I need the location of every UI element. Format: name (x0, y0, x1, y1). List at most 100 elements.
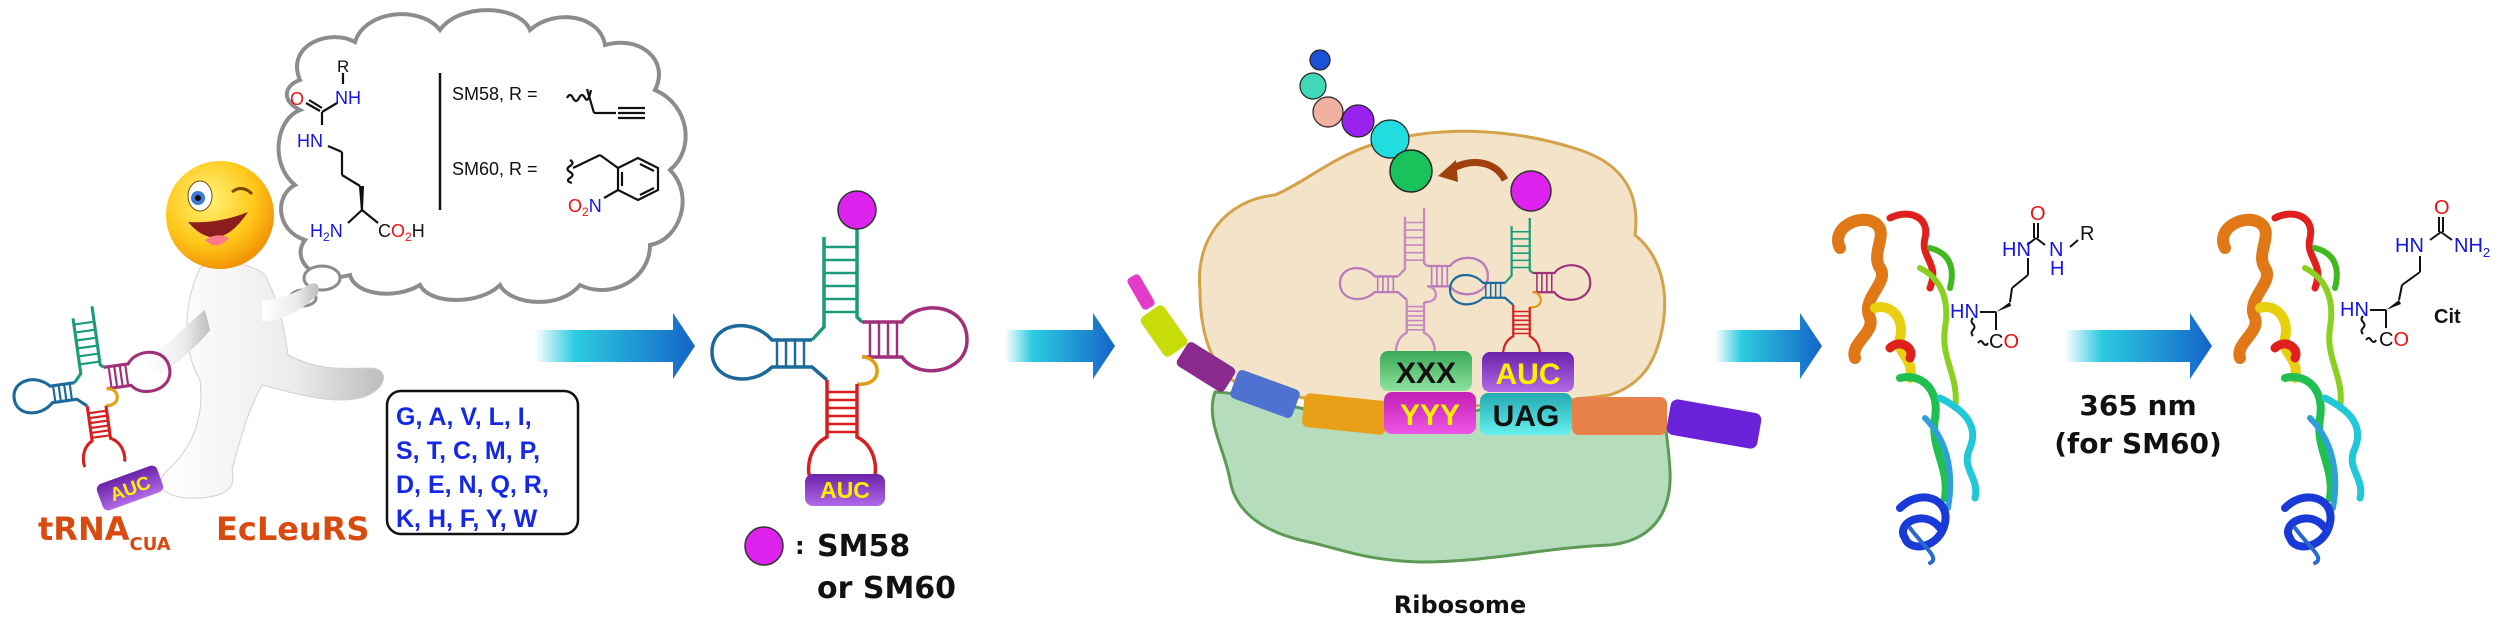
protein-ribbon-segment (1908, 526, 1936, 565)
t-arm (862, 306, 969, 373)
codon-xxx-text: XXX (1396, 357, 1456, 390)
d-arm (12, 378, 89, 415)
emoji-tongue (205, 235, 229, 246)
anticodon-arm-left (806, 380, 829, 478)
before-carbonyl-o: O (2030, 203, 2046, 225)
irradiation-label: 365 nm (2079, 389, 2196, 422)
anticodon-arm-left (81, 405, 94, 468)
nh-label: NH (335, 88, 361, 108)
peptide-transfer-arrowhead (1438, 160, 1458, 182)
after-hn-backbone: HN (2340, 299, 2369, 321)
codon-uag-text: UAG (1493, 400, 1560, 433)
base-pair (91, 434, 111, 439)
emoji-pupil (195, 195, 201, 201)
legend-separator: : (795, 532, 805, 560)
protein-ribbon-segment (1922, 415, 1954, 511)
base-pair (90, 429, 110, 435)
sm58-definition-label: SM58, R = (452, 84, 538, 104)
peptide-residue-5 (1370, 119, 1410, 159)
emoji-mouth (188, 212, 248, 238)
acceptor-stem-3prime (1528, 218, 1534, 274)
after-nh2: NH2 (2454, 235, 2490, 260)
trna-cua-label: tRNACUA (38, 510, 171, 555)
emoji-eye-wink (231, 187, 254, 196)
arrow-shape (1715, 313, 1822, 379)
citrulline-residue-structure: O HN NH2 HN CO Cit (2340, 197, 2490, 351)
protein-ribbon-segment (2281, 373, 2335, 502)
variable-loop (856, 355, 879, 386)
base-pair (118, 364, 124, 387)
base-pair (90, 424, 109, 430)
charged-trna-anticodon-text: AUC (820, 477, 870, 503)
wedge-bond (360, 186, 364, 210)
carboxylic-acid-label: CO2H (378, 221, 425, 244)
r-group-label: R (337, 57, 349, 76)
base-pair (57, 384, 62, 402)
citrulline-name-label: Cit (2434, 306, 2461, 328)
codon-xxx: XXX (1380, 351, 1472, 391)
emoji-head (166, 161, 274, 269)
protein-structure-before (1832, 210, 1980, 565)
amino-acid-line-2: S, T, C, M, P, (396, 437, 540, 465)
amino-acid-line-4: K, H, F, Y, W (396, 505, 538, 533)
charged-trna-anticodon-tag: AUC (805, 474, 885, 506)
protein-ribbon-segment (2321, 394, 2365, 502)
protein-ribbon-segment (2281, 493, 2335, 551)
before-co-label: CO (1989, 331, 2019, 353)
protein-ribbon-segment (2255, 302, 2301, 383)
legend-line-2: or SM60 (817, 571, 956, 606)
codon-auc-text: AUC (1496, 358, 1561, 391)
protein-ribbon-segment (1896, 493, 1950, 551)
anticodon-arm-right (104, 405, 127, 463)
mrna-segment-9 (1666, 399, 1762, 449)
protein-ribbon-segment (2307, 415, 2339, 511)
protein-ribbon-segment (2217, 213, 2273, 364)
mrna-segment-2 (1140, 305, 1188, 357)
irradiation-condition: (for SM60) (2054, 427, 2222, 460)
acceptor-stem-3prime (1422, 208, 1428, 267)
protein-ribbon-segment (1832, 213, 1888, 364)
nitrobenzyl-group (566, 154, 660, 202)
d-arm (1338, 267, 1408, 301)
d-arm (1448, 273, 1514, 306)
acceptor-stem-5prime (1504, 226, 1513, 284)
before-hn-backbone: HN (1950, 301, 1979, 323)
arrow-4 (2065, 313, 2212, 379)
trna-cua (12, 306, 172, 468)
sm-amino-acid-ball (837, 190, 877, 230)
after-hn-top: HN (2395, 235, 2424, 257)
base-pair (89, 419, 109, 425)
base-pair (88, 409, 107, 415)
mrna-segment-5 (1302, 393, 1388, 435)
before-r: R (2080, 223, 2094, 245)
urea-amino-acid-structure (305, 73, 442, 224)
base-pair (68, 383, 74, 401)
codon-yyy-text: YYY (1400, 399, 1460, 432)
charged-trna (710, 222, 969, 478)
left-anticodon-tag: AUC (96, 465, 164, 511)
nitro-label: O2N (568, 196, 602, 219)
protein-ribbon-segment (1896, 373, 1950, 502)
after-carbonyl-o: O (2434, 197, 2450, 219)
protein-ribbon-segment (1885, 339, 1916, 363)
base-pair (77, 344, 98, 350)
t-arm (103, 350, 172, 394)
base-pair (113, 365, 119, 388)
arrow-1 (535, 313, 695, 379)
base-pair (107, 366, 113, 389)
amino-acid-line-1: G, A, V, L, I, (396, 403, 532, 431)
after-co-label: CO (2379, 329, 2409, 351)
anticodon-arm-right (855, 384, 878, 478)
variable-loop (1423, 285, 1437, 304)
variable-loop (1529, 291, 1542, 309)
acceptor-stem-5prime (810, 237, 826, 342)
protein-ribbon-segment (2302, 265, 2344, 411)
d-arm (710, 323, 829, 382)
base-pair (74, 328, 96, 334)
mascot-body (160, 261, 384, 499)
ribosome-label: Ribosome (1394, 591, 1526, 619)
base-pair (79, 360, 100, 366)
mrna-segment-4 (1230, 370, 1300, 418)
hn-label: HN (297, 131, 323, 151)
